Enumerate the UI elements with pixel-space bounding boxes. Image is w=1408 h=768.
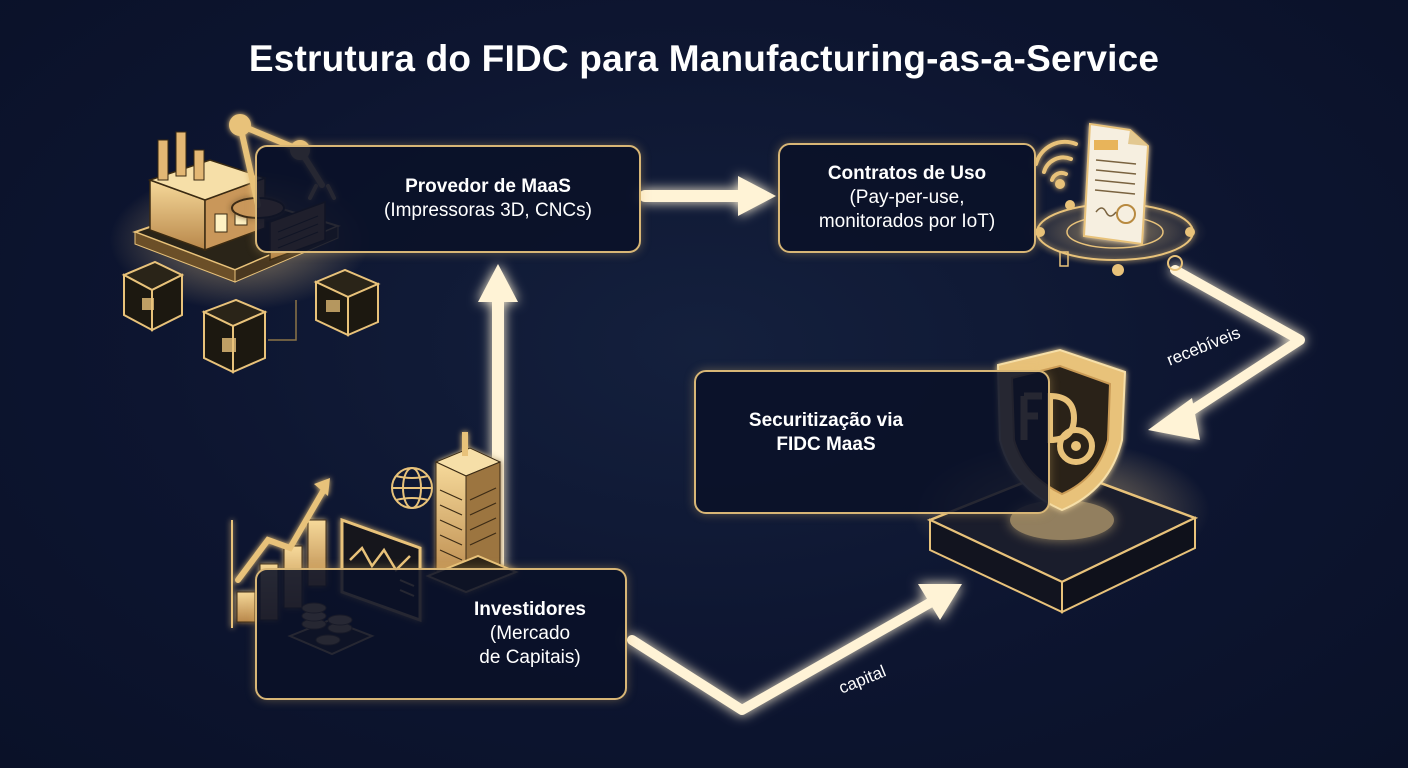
- node-investors-title: Investidores: [474, 599, 586, 620]
- connector-line: [268, 300, 297, 341]
- node-provider: Provedor de MaaS (Impressoras 3D, CNCs): [255, 145, 641, 253]
- node-provider-title: Provedor de MaaS: [405, 176, 571, 197]
- cnc-machine-icon: [313, 268, 381, 337]
- 3d-printer-icon: [201, 298, 268, 374]
- arrow-provider-to-contracts: [639, 176, 776, 216]
- arrow-contracts-to-fidc: [1148, 265, 1305, 440]
- node-provider-subtitle: (Impressoras 3D, CNCs): [384, 200, 592, 221]
- node-contracts-subtitle-1: (Pay-per-use,: [849, 187, 965, 208]
- node-investors: Investidores (Mercado de Capitais): [255, 568, 627, 700]
- node-investors-subtitle-1: (Mercado: [489, 623, 571, 644]
- node-fidc: Securitização via FIDC MaaS: [694, 370, 1050, 514]
- globe-icon: [391, 467, 433, 509]
- node-investors-subtitle-2: de Capitais): [479, 647, 581, 668]
- wifi-icon: [1034, 139, 1078, 189]
- contract-document-icon: [1082, 122, 1150, 246]
- node-fidc-title-2: FIDC MaaS: [776, 434, 876, 455]
- node-contracts-subtitle-2: monitorados por IoT): [818, 211, 996, 232]
- arrow-investors-to-fidc: [627, 584, 962, 715]
- 3d-printer-icon: [121, 260, 185, 332]
- node-contracts-title: Contratos de Uso: [827, 163, 987, 184]
- node-fidc-title-1: Securitização via: [748, 410, 904, 431]
- flow-arrows: [478, 176, 1305, 715]
- page-title: Estrutura do FIDC para Manufacturing-as-…: [248, 38, 1160, 79]
- node-contracts: Contratos de Uso (Pay-per-use, monitorad…: [778, 143, 1036, 253]
